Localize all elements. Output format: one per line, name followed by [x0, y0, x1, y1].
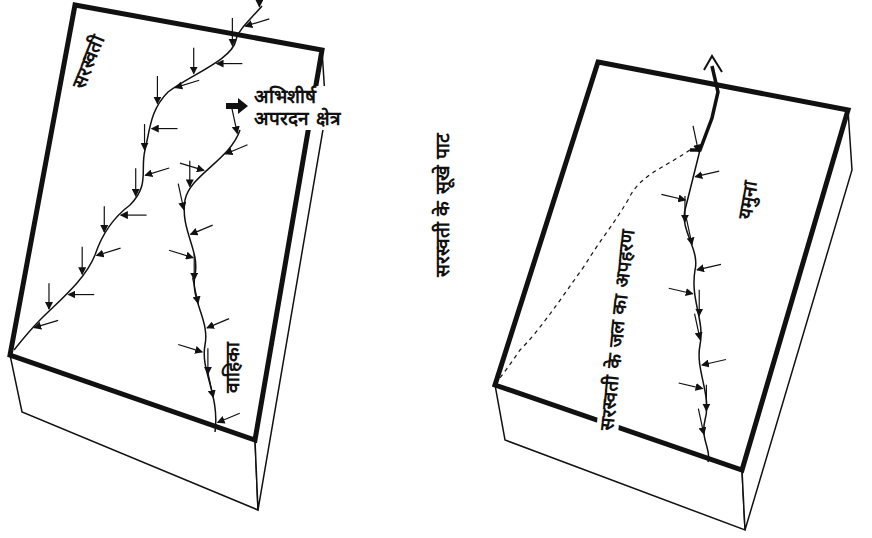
tributary-arrow — [48, 283, 49, 309]
tributary-arrow — [193, 48, 194, 74]
tributary-arrow — [82, 247, 83, 275]
tributary-arrow — [175, 80, 199, 87]
capture-arrow — [704, 56, 722, 72]
tributary-arrow — [135, 168, 136, 196]
tributary-arrow — [97, 248, 121, 255]
tributary-arrow — [189, 161, 190, 187]
tributary-arrow — [144, 124, 145, 150]
dry-bed-label: सरस्वती के सूखे पाट — [431, 131, 453, 280]
tributary-arrow — [684, 196, 685, 222]
tributary-arrow — [178, 184, 184, 210]
tributary-arrow — [152, 128, 178, 129]
tributary-arrow — [699, 290, 700, 316]
left-block — [10, 5, 326, 510]
tributary-arrow — [225, 145, 247, 154]
tributary-arrow — [218, 413, 240, 422]
tributary-arrow — [661, 194, 685, 200]
tributary-arrow — [191, 225, 213, 234]
zone-label: अभिशीर्ष अपरदन क्षेत्र — [252, 86, 348, 130]
tributary-arrow — [245, 19, 269, 26]
capture-bend — [690, 66, 718, 150]
tributary-arrow — [34, 320, 58, 327]
tributary-arrow — [259, 0, 260, 7]
tributary-arrow — [706, 385, 707, 411]
tributary-arrow — [169, 250, 193, 257]
tributary-arrow — [695, 171, 719, 177]
tributary-arrow — [207, 348, 208, 374]
stream-name: वाहिका — [221, 341, 243, 396]
fat-arrow — [226, 98, 248, 114]
tributary-arrow — [193, 278, 199, 304]
saraswati-river — [14, 6, 262, 350]
tributary-arrow — [679, 383, 703, 389]
tributary-arrow — [208, 371, 214, 397]
tributary-arrow — [157, 76, 158, 104]
tributary-arrow — [669, 288, 693, 294]
tributary-arrow — [232, 18, 233, 46]
tributary-arrow — [702, 360, 726, 366]
tributary-arrow — [686, 219, 692, 245]
tributary-arrow — [693, 126, 699, 152]
tributary-arrow — [68, 294, 94, 295]
tributary-arrow — [232, 108, 238, 134]
tributary-arrow — [695, 314, 701, 340]
tributary-arrow — [207, 319, 229, 328]
tributary-arrow — [178, 345, 202, 352]
dry-bed — [497, 150, 690, 382]
tributary-arrow — [217, 63, 243, 64]
tributary-arrow — [145, 168, 169, 175]
yamuna-river — [684, 150, 709, 462]
tributary-arrow — [194, 254, 195, 280]
tributary-arrow — [697, 264, 721, 270]
right-block — [495, 62, 852, 530]
tributary-arrow — [180, 163, 204, 170]
tributary-arrow — [104, 206, 105, 232]
tributary-arrow — [698, 409, 704, 435]
tributary-arrow — [121, 214, 147, 215]
